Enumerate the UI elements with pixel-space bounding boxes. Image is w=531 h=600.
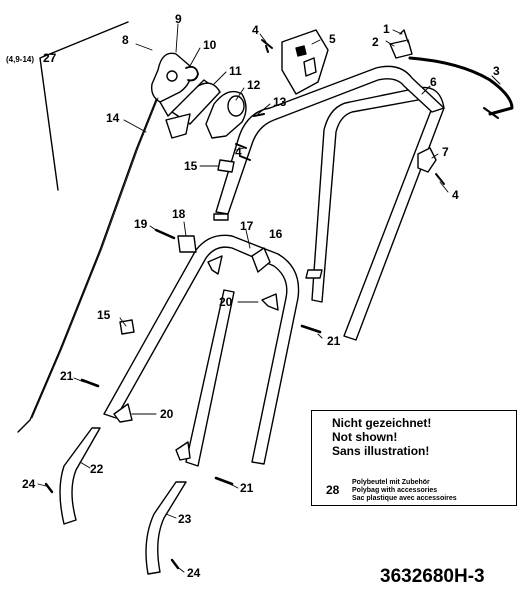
cable-part	[408, 56, 514, 116]
clip-part	[119, 319, 135, 335]
note-line-german: Nicht gezeichnet!	[332, 416, 432, 430]
callout-21-right: 21	[327, 334, 341, 348]
callout-24-left: 24	[22, 477, 36, 491]
group-range-label: (4,9-14)	[6, 55, 35, 64]
callout-23: 23	[178, 512, 192, 526]
wing-knob-part	[261, 293, 279, 311]
callout-6: 6	[430, 75, 437, 89]
accessory-part-number: 28	[326, 483, 340, 497]
callout-8: 8	[122, 33, 129, 47]
bracket-part	[177, 235, 197, 253]
screw-part	[261, 39, 273, 53]
lever-assembly-part	[150, 52, 221, 139]
lower-tube-part	[145, 481, 187, 575]
clamp-part	[417, 147, 437, 173]
callout-20-lower: 20	[160, 407, 174, 421]
callout-17: 17	[240, 219, 254, 233]
wing-knob-part	[113, 403, 133, 423]
cable-clip-part	[389, 29, 413, 59]
callout-20-upper: 20	[219, 295, 233, 309]
callout-19: 19	[134, 217, 148, 231]
clip-part	[217, 159, 235, 173]
group-bracket-line	[39, 21, 129, 191]
note-line-french: Sans illustration!	[332, 444, 430, 458]
drawing-number: 3632680H-3	[380, 566, 485, 587]
callout-18: 18	[172, 207, 186, 221]
lower-handle-part	[103, 234, 300, 467]
accessory-desc-french: Sac plastique avec accessoires	[352, 495, 457, 502]
callout-5: 5	[329, 32, 336, 46]
callout-14: 14	[106, 111, 120, 125]
switch-box-part	[281, 29, 329, 95]
wing-knob-part	[175, 441, 191, 461]
callout-2: 2	[372, 35, 379, 49]
callout-11: 11	[229, 64, 242, 78]
callout-24-bottom: 24	[187, 566, 201, 580]
accessory-desc-german: Polybeutel mit Zubehör	[352, 479, 430, 486]
adjuster-knob-part	[205, 90, 247, 139]
upper-handle-part	[213, 65, 445, 341]
screw-part	[435, 173, 445, 185]
leader-lines	[37, 23, 501, 573]
screw-part	[44, 482, 54, 494]
screw-part	[214, 476, 234, 486]
not-shown-note-box: Nicht gezeichnet! Not shown! Sans illust…	[311, 410, 517, 506]
lower-tube-part	[59, 427, 101, 525]
callout-1: 1	[383, 22, 390, 36]
callout-21-bottom: 21	[240, 481, 254, 495]
screw-part	[300, 324, 322, 334]
callout-12: 12	[247, 78, 261, 92]
callout-27: 27	[43, 51, 57, 65]
callout-4-right: 4	[452, 188, 459, 202]
cable-rod-part	[17, 99, 157, 433]
callout-13: 13	[273, 95, 287, 109]
screw-part	[235, 113, 265, 161]
callout-16: 16	[269, 227, 283, 241]
screw-part	[154, 228, 176, 240]
lever-clamp-part	[251, 247, 271, 273]
callout-21-left: 21	[60, 369, 74, 383]
screw-part	[80, 378, 100, 388]
callout-15-upper: 15	[184, 159, 198, 173]
callout-9: 9	[175, 12, 182, 26]
wing-knob-part	[207, 255, 223, 275]
callout-22: 22	[90, 462, 104, 476]
note-line-english: Not shown!	[332, 430, 398, 444]
accessory-desc-english: Polybag with accessories	[352, 487, 438, 494]
callout-15-lower: 15	[97, 308, 111, 322]
callout-3: 3	[493, 64, 500, 78]
callout-4-top: 4	[252, 23, 259, 37]
callout-4-middle: 4	[235, 145, 242, 159]
callout-10: 10	[203, 38, 217, 52]
callout-7: 7	[442, 145, 449, 159]
